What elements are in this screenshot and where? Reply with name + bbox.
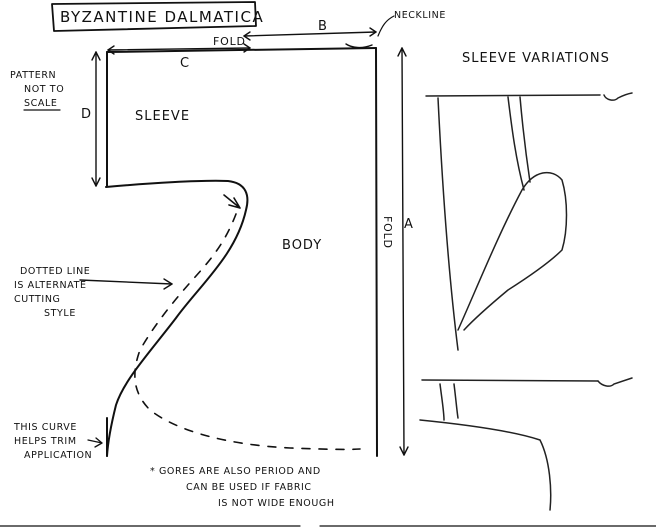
note-dotted-line-4: STYLE: [44, 308, 76, 319]
label-a: A: [404, 217, 414, 232]
note-gores-line-3: IS NOT WIDE ENOUGH: [218, 498, 335, 509]
neckline-callout: NECKLINE: [345, 10, 446, 49]
note-dotted-line-2: IS ALTERNATE: [14, 280, 87, 291]
dimension-c: C: [107, 43, 251, 71]
note-dotted-line: DOTTED LINE IS ALTERNATE CUTTING STYLE: [14, 266, 173, 319]
title-box: BYZANTINE DALMATICA: [51, 1, 264, 32]
dimension-b: B: [243, 19, 377, 41]
label-fold-top: FOLD: [213, 35, 246, 48]
label-sleeve-variations: SLEEVE VARIATIONS: [462, 51, 610, 66]
alternate-cutting-line: [134, 213, 361, 451]
note-gores: * GORES ARE ALSO PERIOD AND CAN BE USED …: [150, 466, 335, 509]
note-pattern-line-3: SCALE: [24, 98, 57, 109]
label-body: BODY: [282, 238, 322, 253]
sleeve-variation-1: [425, 92, 633, 351]
note-curve-trim: THIS CURVE HELPS TRIM APPLICATION: [13, 422, 103, 461]
label-b: B: [318, 19, 328, 34]
note-gores-line-2: CAN BE USED IF FABRIC: [186, 482, 312, 493]
label-fold-right: FOLD: [381, 216, 394, 249]
label-neckline: NECKLINE: [394, 10, 446, 21]
sleeve-variation-2: [419, 377, 633, 511]
label-sleeve: SLEEVE: [135, 109, 190, 124]
note-dotted-line-1: DOTTED LINE: [20, 266, 90, 277]
note-pattern-scale: PATTERN NOT TO SCALE: [10, 70, 64, 111]
diagram-title: BYZANTINE DALMATICA: [60, 8, 264, 26]
dimension-d: D: [81, 51, 101, 187]
note-pattern-line-1: PATTERN: [10, 70, 56, 81]
label-d: D: [81, 107, 92, 122]
note-curve-line-1: THIS CURVE: [13, 422, 77, 433]
sleeve-curve: [105, 179, 249, 457]
note-curve-line-3: APPLICATION: [24, 450, 92, 461]
note-pattern-line-2: NOT TO: [24, 84, 64, 95]
note-gores-line-1: * GORES ARE ALSO PERIOD AND: [150, 466, 321, 477]
label-c: C: [180, 56, 190, 71]
note-curve-line-2: HELPS TRIM: [14, 436, 77, 447]
dimension-a: A: [397, 47, 414, 456]
note-dotted-line-3: CUTTING: [14, 294, 61, 305]
pattern-body-outline: [106, 47, 378, 457]
